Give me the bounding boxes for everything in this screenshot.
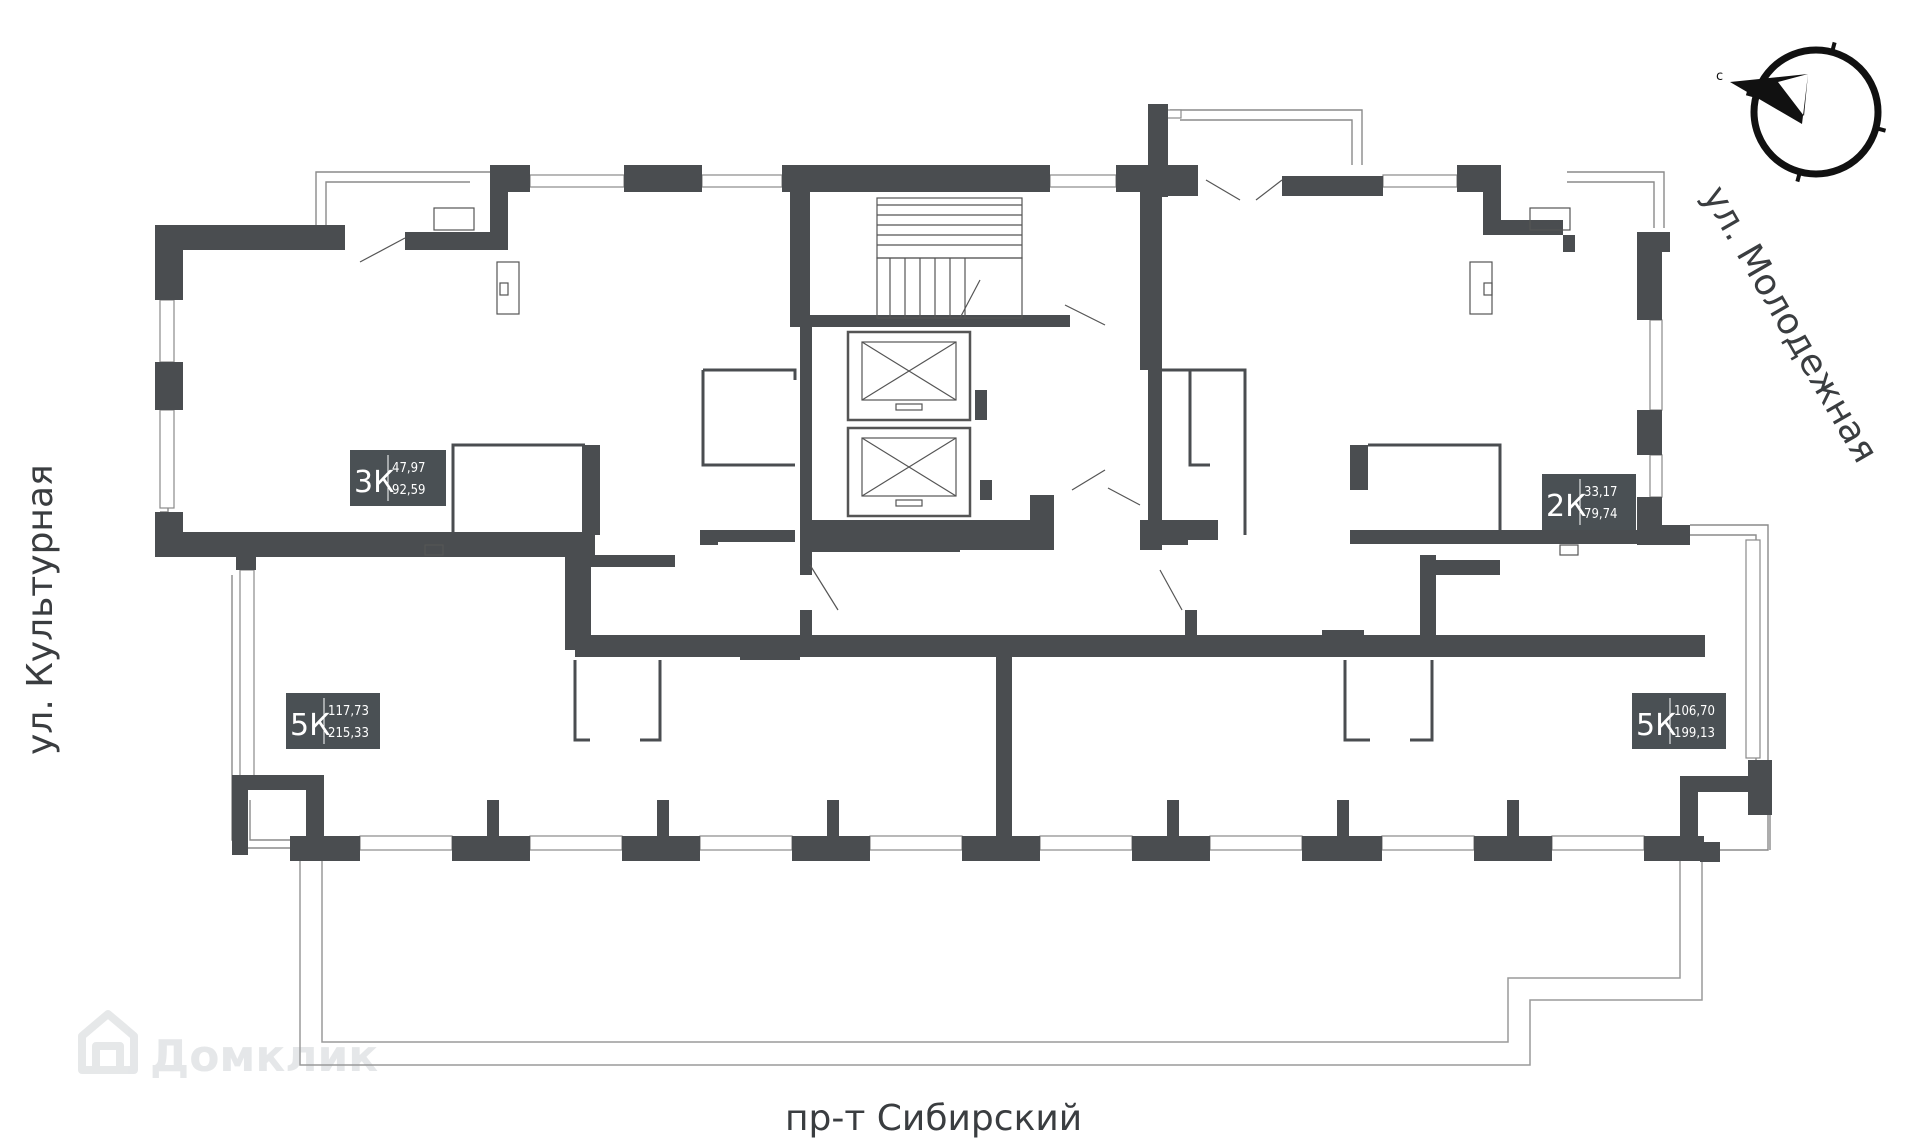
apartment-living-area: 117,73 [328, 704, 369, 719]
compass-north-label: с [1716, 69, 1723, 84]
stair-elevator-core [846, 197, 1023, 518]
apartment-tag-2k[interactable]: 2К 33,17 79,74 [1542, 474, 1636, 530]
apartment-living-area: 106,70 [1674, 704, 1715, 719]
windows [159, 109, 1761, 851]
street-label-east: ул. Молодежная [1694, 179, 1886, 470]
doors [359, 179, 1283, 611]
compass: с [1716, 41, 1887, 183]
watermark-text: Домклик [150, 1031, 378, 1082]
apartment-living-area: 47,97 [392, 461, 425, 476]
street-label-west: ул. Культурная [20, 464, 61, 755]
terrace-outline [299, 850, 1703, 1066]
apartment-tag-3k[interactable]: 3К 47,97 92,59 [350, 450, 446, 506]
compass-ring [1750, 46, 1882, 178]
apartment-total-area: 199,13 [1674, 726, 1715, 741]
street-label-south: пр-т Сибирский [785, 1098, 1082, 1139]
apartment-total-area: 79,74 [1584, 507, 1617, 522]
apartment-tag-5k-left[interactable]: 5К 117,73 215,33 [286, 693, 380, 749]
house-logo-icon [78, 1010, 138, 1074]
compass-arrow-icon [1730, 74, 1808, 124]
apartment-total-area: 92,59 [392, 483, 425, 498]
apartment-total-area: 215,33 [328, 726, 369, 741]
fixtures [424, 207, 1579, 556]
watermark: Домклик [78, 1010, 378, 1082]
partitions [451, 368, 1502, 742]
apartment-tag-5k-right[interactable]: 5К 106,70 199,13 [1632, 693, 1726, 749]
apartment-living-area: 33,17 [1584, 485, 1617, 500]
